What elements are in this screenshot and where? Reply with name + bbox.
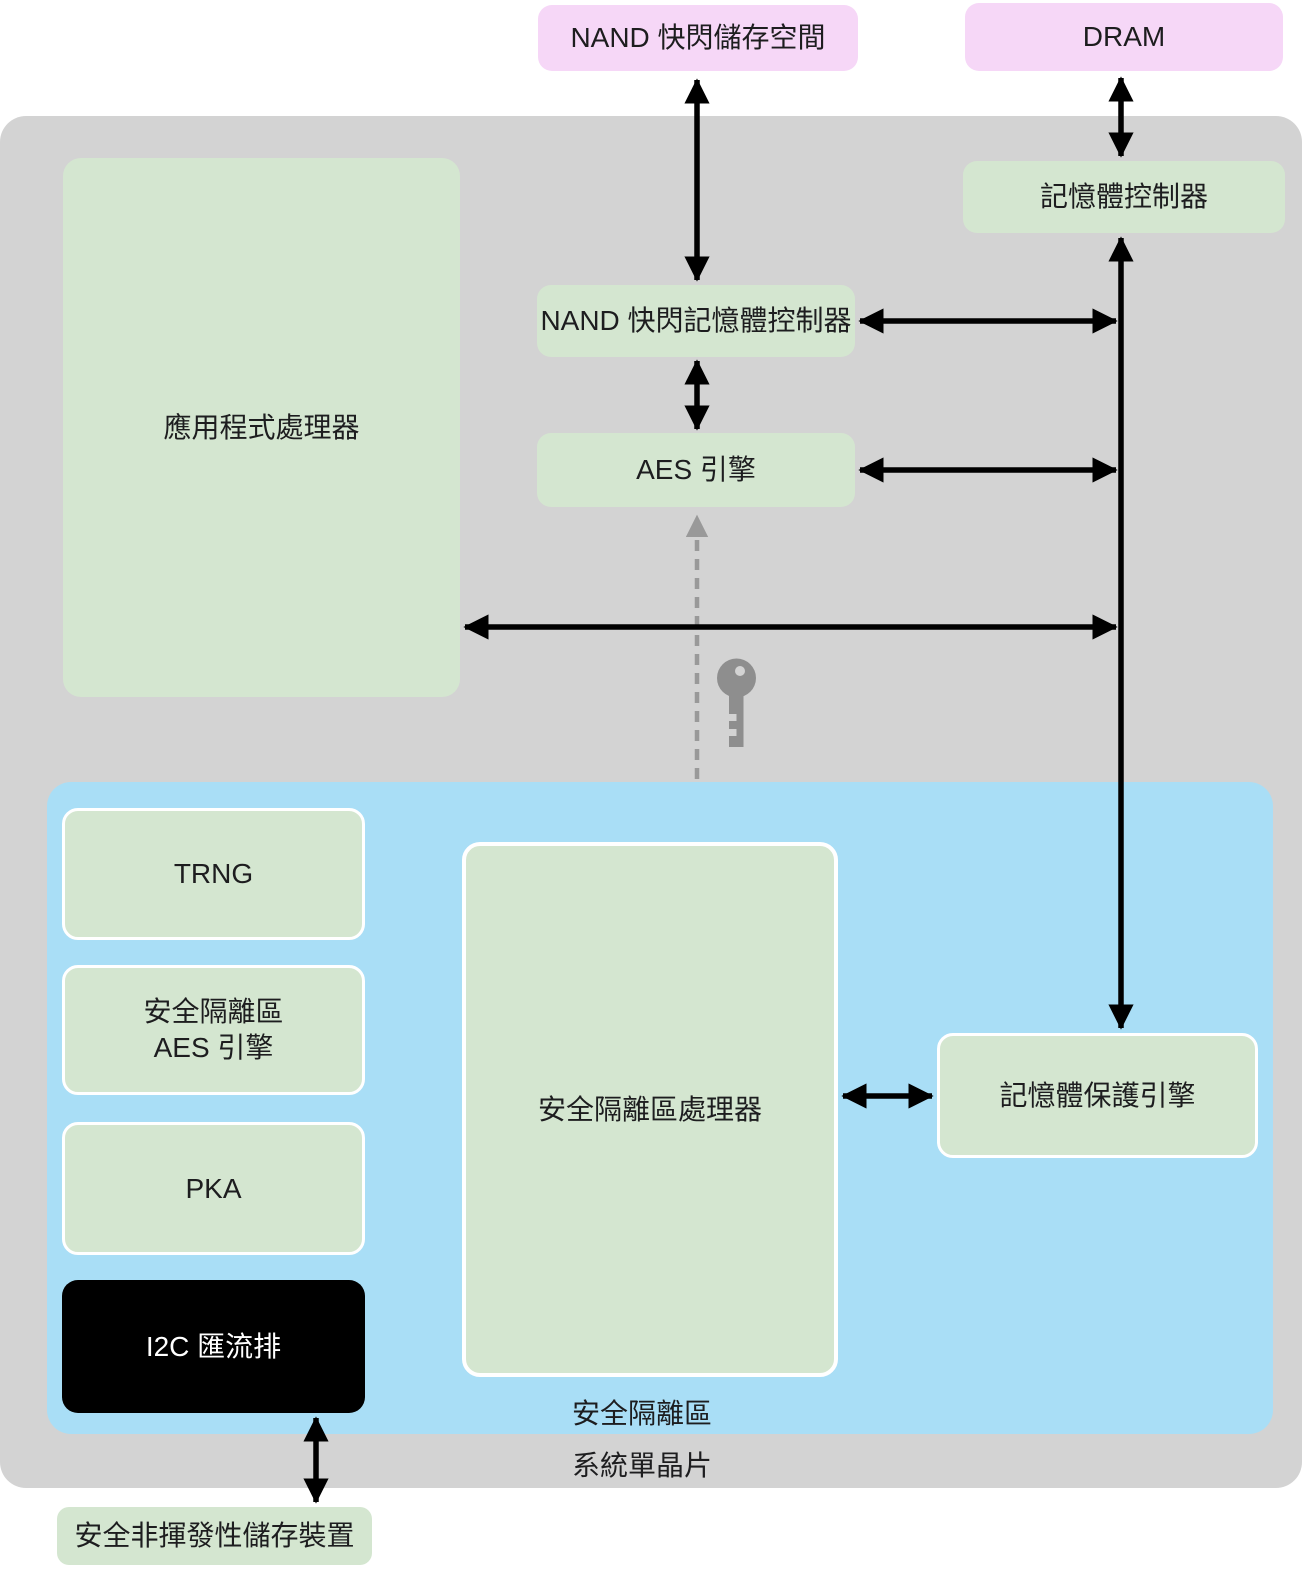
node-label: NAND 快閃儲存空間 bbox=[570, 22, 826, 54]
node-nand-flash-controller: NAND 快閃記憶體控制器 bbox=[537, 285, 855, 357]
node-label: PKA bbox=[185, 1172, 242, 1204]
region-label-secure-enclave: 安全隔離區 bbox=[571, 1398, 712, 1429]
node-memory-protection-engine: 記憶體保護引擎 bbox=[937, 1033, 1258, 1158]
node-label: 記憶體保護引擎 bbox=[999, 1079, 1196, 1111]
node-secure-enclave-aes-engine: 安全隔離區 AES 引擎 bbox=[62, 965, 365, 1095]
node-nand-flash-storage: NAND 快閃儲存空間 bbox=[538, 5, 858, 71]
node-label: 安全隔離區處理器 bbox=[537, 1093, 762, 1125]
node-trng: TRNG bbox=[62, 808, 365, 940]
node-label: 記憶體控制器 bbox=[1039, 181, 1208, 213]
node-label: NAND 快閃記憶體控制器 bbox=[540, 305, 852, 337]
node-label-line1: 安全隔離區 bbox=[143, 996, 284, 1028]
node-secure-enclave-processor: 安全隔離區處理器 bbox=[462, 842, 838, 1377]
node-aes-engine: AES 引擎 bbox=[537, 433, 855, 507]
node-secure-nonvolatile-storage: 安全非揮發性儲存裝置 bbox=[57, 1507, 372, 1565]
node-i2c-bus: I2C 匯流排 bbox=[62, 1280, 365, 1413]
node-application-processor: 應用程式處理器 bbox=[63, 158, 460, 697]
node-label: TRNG bbox=[173, 858, 254, 890]
node-label: AES 引擎 bbox=[636, 454, 756, 486]
node-label: I2C 匯流排 bbox=[145, 1330, 282, 1362]
node-memory-controller: 記憶體控制器 bbox=[963, 161, 1285, 233]
node-pka: PKA bbox=[62, 1122, 365, 1255]
region-label-soc: 系統單晶片 bbox=[571, 1450, 712, 1481]
node-dram: DRAM bbox=[965, 3, 1283, 71]
node-label: 應用程式處理器 bbox=[163, 411, 360, 443]
node-label: DRAM bbox=[1082, 21, 1166, 53]
node-label-line2: AES 引擎 bbox=[153, 1032, 274, 1063]
node-label: 安全非揮發性儲存裝置 bbox=[74, 1520, 355, 1552]
